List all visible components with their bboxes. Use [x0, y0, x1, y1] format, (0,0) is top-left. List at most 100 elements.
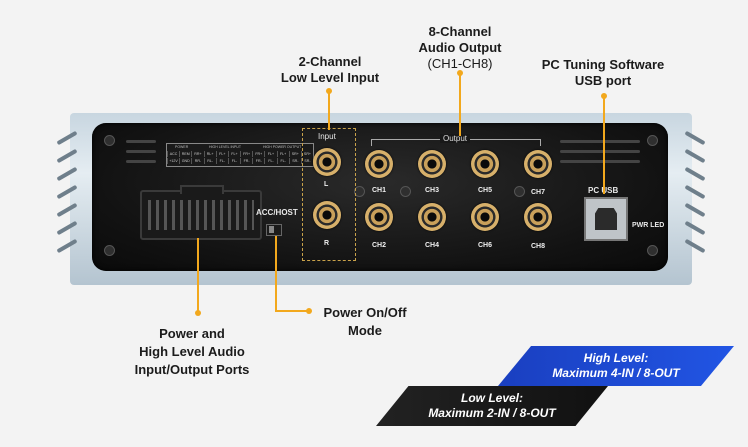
pwr-led-label: PWR LED	[632, 222, 665, 229]
leader-dot	[601, 93, 607, 99]
callout-line: USB port	[574, 73, 632, 88]
power-mode-switch[interactable]	[266, 224, 282, 236]
pin-cell: FL-	[215, 158, 228, 164]
leader-dot	[326, 88, 332, 94]
callout-power-high-level-ports: Power and High Level Audio Input/Output …	[116, 325, 268, 379]
pin-cell: SR+	[288, 151, 301, 157]
ch5-label: CH5	[478, 187, 493, 194]
screw-icon	[104, 135, 115, 146]
leader-dot	[306, 308, 312, 314]
vent-slot	[126, 150, 156, 153]
banner-line: Maximum 4-IN / 8-OUT	[552, 366, 680, 380]
callout-8-channel-output: 8-Channel Audio Output (CH1-CH8)	[400, 24, 520, 72]
pin-cell: SR-	[300, 158, 313, 164]
screw-icon	[647, 245, 658, 256]
high-level-connector[interactable]	[140, 185, 262, 240]
acc-host-label: ACC/HOST	[256, 208, 298, 217]
rca-output-ch3[interactable]	[418, 150, 446, 178]
pin-cell: GND	[179, 158, 191, 164]
pin-cell: RR-	[191, 158, 203, 164]
leader-line-switch	[275, 236, 277, 312]
leader-line-connector	[197, 238, 199, 314]
vent-slot	[560, 160, 640, 163]
callout-line: High Level Audio	[139, 344, 245, 359]
connector-latch	[180, 185, 224, 194]
screw-icon	[647, 135, 658, 146]
callout-line: Power On/Off	[323, 305, 407, 320]
pin-cell: FL+	[227, 151, 240, 157]
pin-cell: FL-	[264, 158, 276, 164]
pin-cell: FR-	[252, 158, 264, 164]
high-level-banner: High Level: Maximum 4-IN / 8-OUT	[498, 346, 734, 386]
callout-2-channel-input: 2-Channel Low Level Input	[268, 54, 392, 86]
pin-cell: FR-	[240, 158, 252, 164]
ch2-label: CH2	[372, 242, 387, 249]
leader-line-output	[459, 72, 461, 136]
callout-line: (CH1-CH8)	[427, 56, 493, 71]
rca-output-ch1[interactable]	[365, 150, 393, 178]
callout-line: 8-Channel	[428, 24, 492, 39]
pin-cell: FL-	[227, 158, 240, 164]
callout-line: Low Level Input	[280, 70, 380, 85]
low-level-banner: Low Level: Maximum 2-IN / 8-OUT	[376, 386, 608, 426]
connector-pins	[148, 200, 254, 230]
pin-cell: SR-	[288, 158, 301, 164]
rca-output-ch4[interactable]	[418, 203, 446, 231]
callout-line: Audio Output	[418, 40, 502, 55]
pin-table-header: HIGH POWER OUTPUT	[263, 145, 302, 149]
vent-slot	[560, 150, 640, 153]
screw-icon	[104, 245, 115, 256]
pin-cell: SR+	[300, 151, 313, 157]
ch7-label: CH7	[531, 189, 546, 196]
callout-power-mode: Power On/Off Mode	[312, 304, 418, 340]
callout-line: Mode	[348, 323, 382, 338]
input-label: Input	[318, 132, 336, 141]
leader-line-usb	[603, 96, 605, 194]
output-label: Output	[440, 134, 471, 143]
leader-dot	[457, 70, 463, 76]
pin-cell: FR+	[252, 151, 264, 157]
callout-pc-tuning-usb: PC Tuning Software USB port	[528, 57, 678, 89]
pin-cell: RL+	[203, 151, 216, 157]
pin-cell: FL+	[264, 151, 276, 157]
input-right-label: R	[324, 240, 330, 247]
pin-cell: RR+	[191, 151, 203, 157]
pin-cell: FL+	[215, 151, 228, 157]
vent-slot	[126, 140, 156, 143]
rca-output-ch7[interactable]	[524, 150, 552, 178]
banner-line: High Level:	[583, 351, 649, 365]
pin-cell: +12V	[167, 158, 179, 164]
pin-table-header: HIGH LEVEL INPUT	[209, 145, 241, 149]
pin-cell: ACC	[167, 151, 179, 157]
pin-cell: FL-	[276, 158, 289, 164]
screw-icon	[354, 186, 365, 197]
banner-line: Low Level:	[460, 391, 523, 405]
pin-cell: REM	[179, 151, 191, 157]
screw-icon	[514, 186, 525, 197]
leader-line-switch-h	[275, 310, 309, 312]
callout-line: Power and	[159, 326, 225, 341]
pin-table-row: ACC REM RR+ RL+ FL+ FL+ FR+ FR+ FL+ FL+ …	[167, 151, 313, 157]
pin-cell: RL-	[203, 158, 216, 164]
usb-b-port[interactable]	[584, 197, 628, 241]
pin-table-header: POWER	[175, 145, 189, 149]
screw-icon	[400, 186, 411, 197]
pin-table-row: +12V GND RR- RL- FL- FL- FR- FR- FL- FL-…	[167, 158, 313, 164]
vent-slot	[126, 160, 156, 163]
vent-slot	[560, 140, 640, 143]
rca-output-ch5[interactable]	[471, 150, 499, 178]
rca-input-right[interactable]	[313, 201, 341, 229]
callout-line: 2-Channel	[298, 54, 362, 69]
rca-output-ch8[interactable]	[524, 203, 552, 231]
rca-input-left[interactable]	[313, 148, 341, 176]
rca-output-ch6[interactable]	[471, 203, 499, 231]
ch3-label: CH3	[425, 187, 440, 194]
callout-line: PC Tuning Software	[541, 57, 665, 72]
ch8-label: CH8	[531, 243, 546, 250]
leader-line-input	[328, 92, 330, 130]
ch4-label: CH4	[425, 242, 440, 249]
pin-cell: FR+	[240, 151, 252, 157]
pin-assignment-table: POWER HIGH LEVEL INPUT HIGH POWER OUTPUT…	[166, 143, 314, 167]
ch1-label: CH1	[372, 187, 387, 194]
rca-output-ch2[interactable]	[365, 203, 393, 231]
